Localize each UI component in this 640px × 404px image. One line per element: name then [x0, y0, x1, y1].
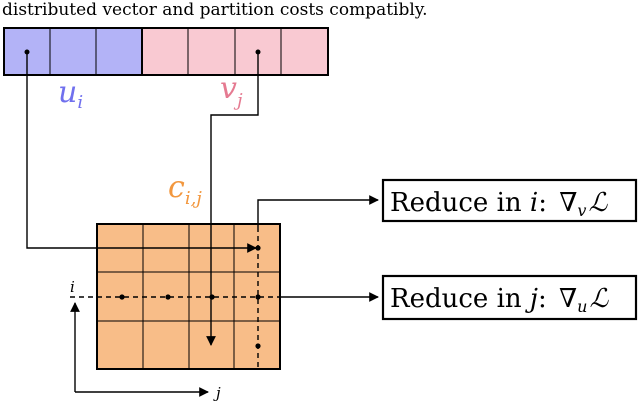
v-label: vj	[220, 71, 243, 111]
v-vector	[141, 27, 329, 76]
row-element-dot	[119, 294, 125, 300]
reduce-i-frame	[381, 178, 638, 223]
reduce-i-box: Reduce in i: ∇vℒ	[381, 178, 638, 223]
column-element-dot	[255, 245, 261, 251]
reduce-j-frame	[381, 274, 638, 321]
column-element-dot	[255, 343, 261, 349]
reduce-i-label: Reduce in i: ∇vℒ	[390, 188, 608, 220]
reduce-j-box: Reduce in j: ∇uℒ	[381, 274, 638, 321]
j-axis-label: j	[213, 384, 221, 402]
v-broadcast-arrow	[206, 52, 259, 346]
u-broadcast-arrow	[26, 52, 257, 253]
row-element-dot	[209, 294, 215, 300]
figure-caption: distributed vector and partition costs c…	[2, 0, 428, 20]
u-vector	[3, 27, 143, 76]
i-axis-label: i	[70, 278, 75, 296]
reduce-i-arrow	[257, 195, 379, 227]
reduce-j-label: Reduce in j: ∇uℒ	[390, 284, 609, 316]
u-label: ui	[58, 75, 83, 113]
row-element-dot	[255, 294, 261, 300]
row-element-dot	[165, 294, 171, 300]
c-label: ci,j	[168, 170, 202, 209]
